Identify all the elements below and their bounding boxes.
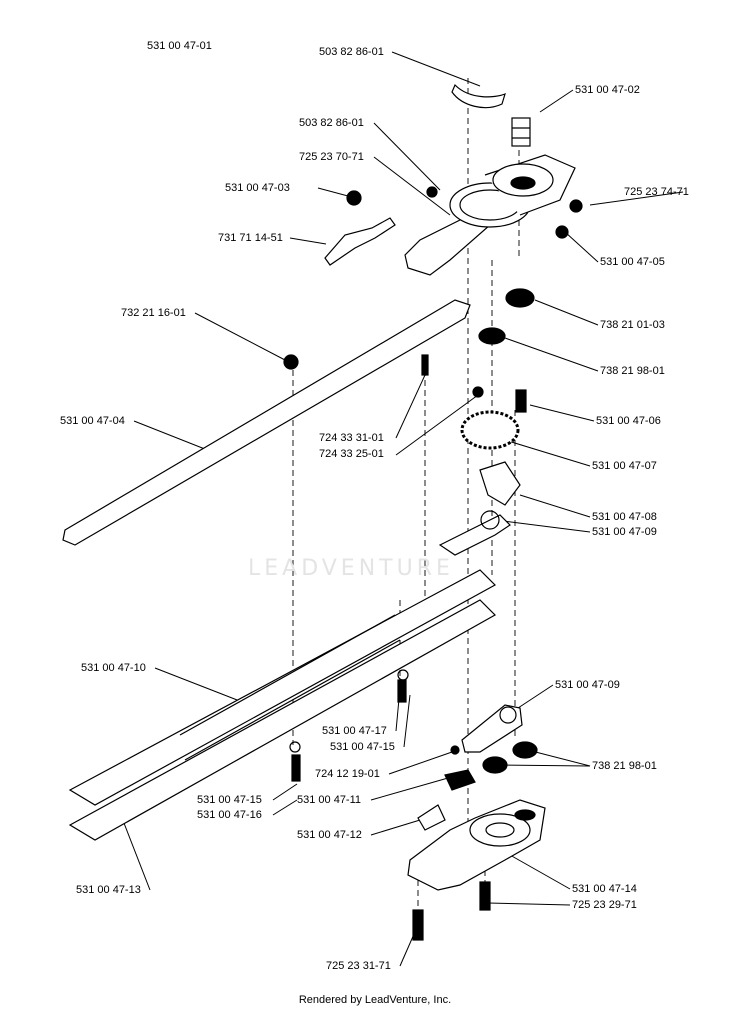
part-label: 503 82 86-01 — [299, 117, 364, 129]
part-label: 531 00 47-06 — [596, 415, 661, 427]
connecting-rod — [438, 514, 511, 556]
part-label: 531 00 47-07 — [592, 460, 657, 472]
gear-housing-lower — [407, 799, 546, 941]
part-label: 531 00 47-13 — [76, 884, 141, 896]
bearing-middle — [478, 327, 506, 345]
part-label: 531 00 47-03 — [225, 182, 290, 194]
part-label: 531 00 47-09 — [555, 679, 620, 691]
part-label: 531 00 47-02 — [575, 84, 640, 96]
part-label: 531 00 47-11 — [297, 794, 362, 806]
spacer-plate — [444, 769, 476, 791]
part-label: 531 00 47-17 — [322, 725, 387, 737]
part-label: 531 00 47-14 — [572, 883, 637, 895]
arc-clip — [451, 83, 506, 109]
gear-housing-upper — [346, 117, 583, 276]
part-label: 531 00 47-04 — [60, 415, 125, 427]
part-label: 503 82 86-01 — [319, 46, 384, 58]
part-label: 531 00 47-15 — [330, 741, 395, 753]
connecting-rod-lower — [461, 704, 523, 753]
part-label: 732 21 16-01 — [121, 307, 186, 319]
part-label: 531 00 47-08 — [592, 511, 657, 523]
crank — [479, 461, 521, 506]
part-label: 724 33 25-01 — [319, 448, 384, 460]
part-label: 725 23 70-71 — [299, 151, 364, 163]
bearing-upper — [505, 288, 535, 308]
clip-part — [417, 804, 446, 831]
part-label: 531 00 47-16 — [197, 809, 262, 821]
part-label: 724 12 19-01 — [315, 768, 380, 780]
drive-bar — [62, 299, 471, 546]
diagram-title: 531 00 47-01 — [147, 40, 212, 52]
part-label: 531 00 47-10 — [81, 662, 146, 674]
part-label: 531 00 47-12 — [297, 829, 362, 841]
part-label: 531 00 47-09 — [592, 526, 657, 538]
part-label: 738 21 01-03 — [600, 319, 665, 331]
part-label: 725 23 29-71 — [572, 899, 637, 911]
leader-lines — [121, 51, 684, 967]
part-label: 731 71 14-51 — [218, 232, 283, 244]
cutter-blades — [68, 569, 496, 841]
footer-credit: Rendered by LeadVenture, Inc. — [298, 994, 452, 1006]
part-label: 725 23 74-71 — [624, 186, 689, 198]
part-label: 531 00 47-15 — [197, 794, 262, 806]
part-label: 738 21 98-01 — [600, 365, 665, 377]
part-label: 531 00 47-05 — [600, 256, 665, 268]
bracket — [324, 217, 396, 266]
part-label: 724 33 31-01 — [319, 432, 384, 444]
part-label: 725 23 31-71 — [326, 960, 391, 972]
gear-wheel — [460, 410, 520, 450]
watermark: LEADVENTURE — [248, 556, 454, 581]
part-label: 738 21 98-01 — [592, 760, 657, 772]
